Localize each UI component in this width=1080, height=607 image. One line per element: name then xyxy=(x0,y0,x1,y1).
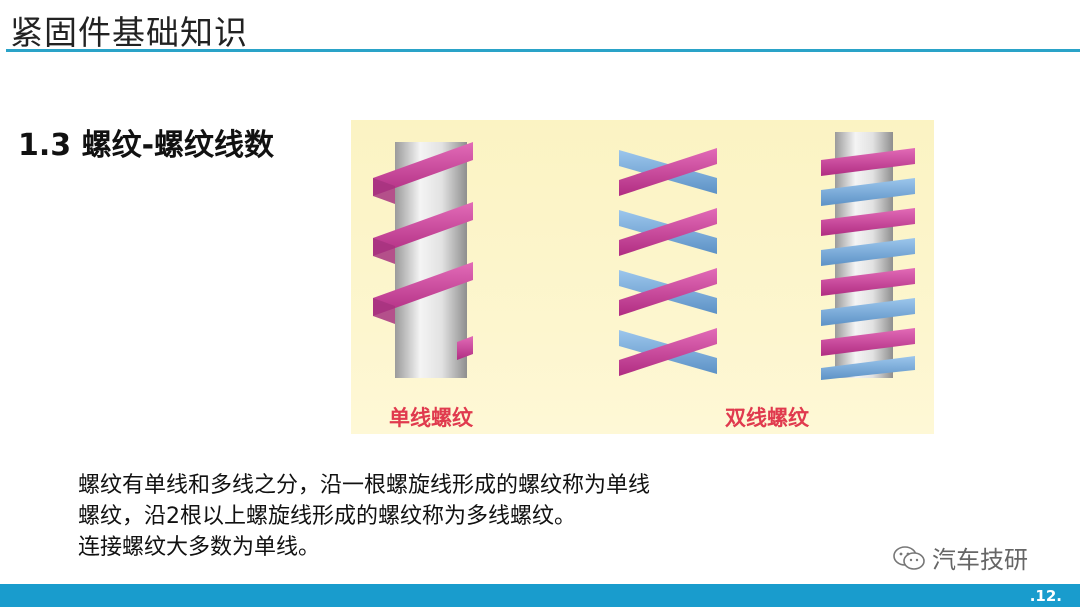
label-double-thread: 双线螺纹 xyxy=(725,406,809,430)
body-paragraph: 螺纹有单线和多线之分，沿一根螺旋线形成的螺纹称为单线 螺纹，沿2根以上螺旋线形成… xyxy=(78,470,818,563)
slide-title: 紧固件基础知识 xyxy=(10,13,248,52)
single-thread-helix xyxy=(373,142,473,360)
label-single-thread: 单线螺纹 xyxy=(389,406,473,430)
body-line: 螺纹有单线和多线之分，沿一根螺旋线形成的螺纹称为单线 xyxy=(78,473,651,498)
footer-bar: .12. xyxy=(0,584,1080,607)
thread-drawings xyxy=(373,132,915,380)
rod-helix-magenta xyxy=(821,148,915,356)
wechat-icon xyxy=(893,545,925,570)
double-thread-helix-magenta xyxy=(619,148,717,376)
single-thread-drawing xyxy=(373,142,473,378)
title-divider xyxy=(6,49,1080,52)
double-thread-drawing xyxy=(619,148,717,376)
section-heading: 1.3 螺纹-螺纹线数 xyxy=(18,128,275,163)
double-thread-rod-drawing xyxy=(821,132,915,380)
thread-illustration: 单线螺纹 双线螺纹 xyxy=(351,120,934,434)
body-line: 连接螺纹大多数为单线。 xyxy=(78,535,321,560)
watermark-text: 汽车技研 xyxy=(932,546,1028,574)
page-number: .12. xyxy=(1029,587,1062,605)
rod-helix-blue xyxy=(821,178,915,380)
body-line: 螺纹，沿2根以上螺旋线形成的螺纹称为多线螺纹。 xyxy=(78,504,576,529)
watermark: 汽车技研 xyxy=(892,540,1028,575)
